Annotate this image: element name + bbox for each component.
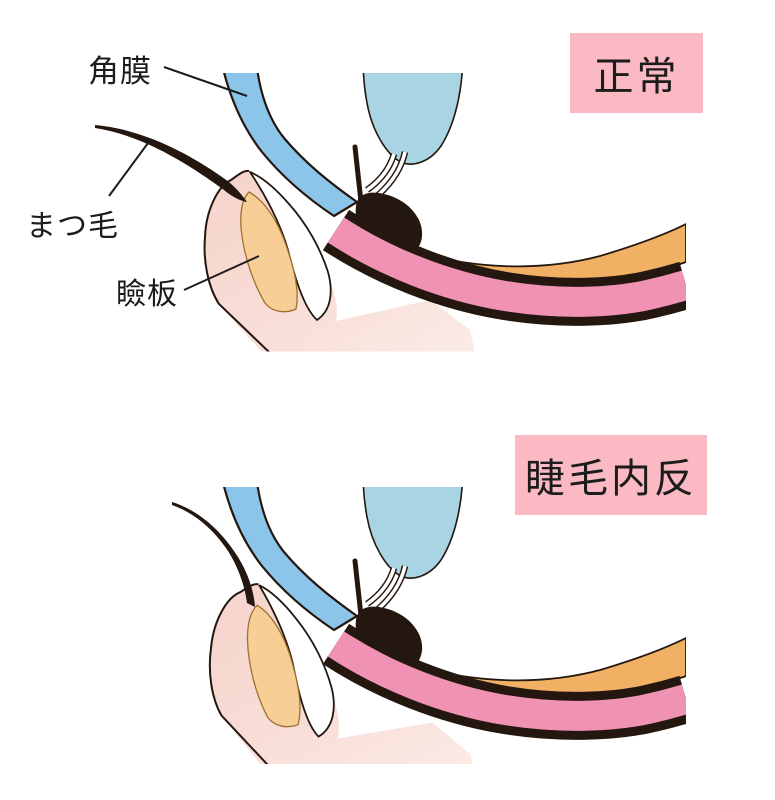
leader-eyelash (108, 138, 152, 197)
eyelash-inverted (172, 502, 255, 607)
label-eyelash: まつ毛 (26, 209, 119, 244)
leader-lines-normal (108, 66, 260, 291)
panel-normal-art (95, 58, 686, 352)
leader-tarsus (183, 255, 260, 291)
eyelash-normal (95, 125, 247, 202)
label-cornea: 角膜 (88, 54, 152, 90)
title-badge-epiblepharon: 睫毛内反 (515, 435, 707, 515)
panel-epiblepharon-art (172, 472, 686, 764)
title-badge-normal: 正常 (570, 33, 703, 113)
label-tarsus: 瞼板 (116, 277, 178, 312)
leader-cornea (163, 66, 248, 97)
